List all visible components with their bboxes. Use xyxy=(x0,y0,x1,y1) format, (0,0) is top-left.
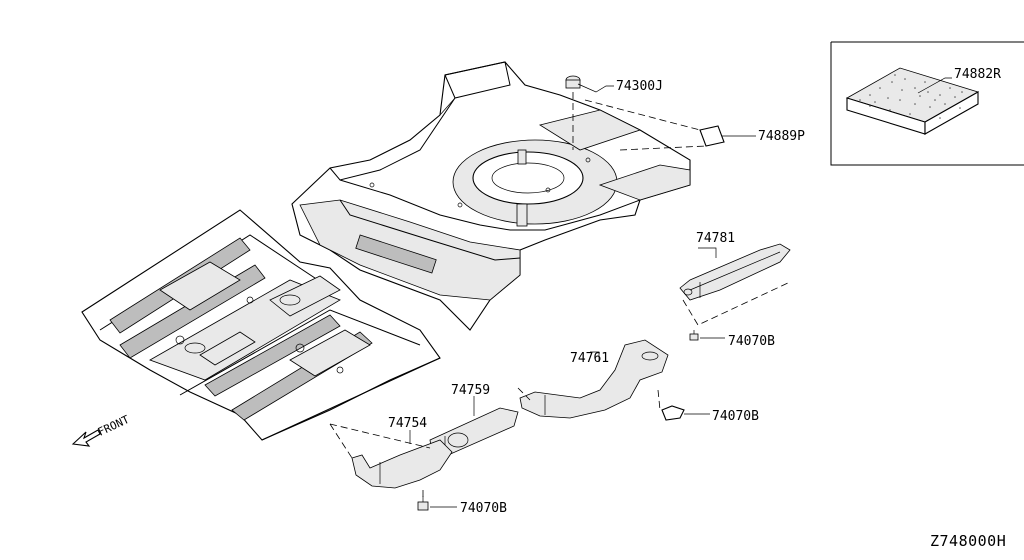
label-74882r: 74882R xyxy=(954,67,1001,82)
label-74754: 74754 xyxy=(388,416,427,431)
insulator-74761 xyxy=(519,339,669,419)
label-74759: 74759 xyxy=(451,383,490,398)
rear-floor-panel xyxy=(291,61,691,331)
front-label: FRONT xyxy=(96,413,132,439)
inset-box: 74882R xyxy=(830,41,1024,166)
label-74781: 74781 xyxy=(696,231,735,246)
clip-74070b-c xyxy=(417,496,429,511)
plug-74300j xyxy=(565,75,581,150)
label-74070b-c: 74070B xyxy=(460,501,507,516)
diagram-reference-code: Z748000H xyxy=(930,532,1006,550)
insulator-74781 xyxy=(679,243,791,301)
label-74300j: 74300J xyxy=(616,79,663,94)
label-74761: 74761 xyxy=(570,351,609,366)
clip-74070b-b xyxy=(661,405,685,421)
label-74070b-a: 74070B xyxy=(728,334,775,349)
pad-74889p xyxy=(699,125,725,147)
label-74889p: 74889P xyxy=(758,129,805,144)
clip-74070b-a xyxy=(689,330,699,341)
front-floor-panel xyxy=(81,209,441,441)
front-arrow-icon xyxy=(71,429,101,447)
label-74070b-b: 74070B xyxy=(712,409,759,424)
insulator-74754 xyxy=(351,439,453,489)
insulator-pad-74882r xyxy=(845,67,980,135)
